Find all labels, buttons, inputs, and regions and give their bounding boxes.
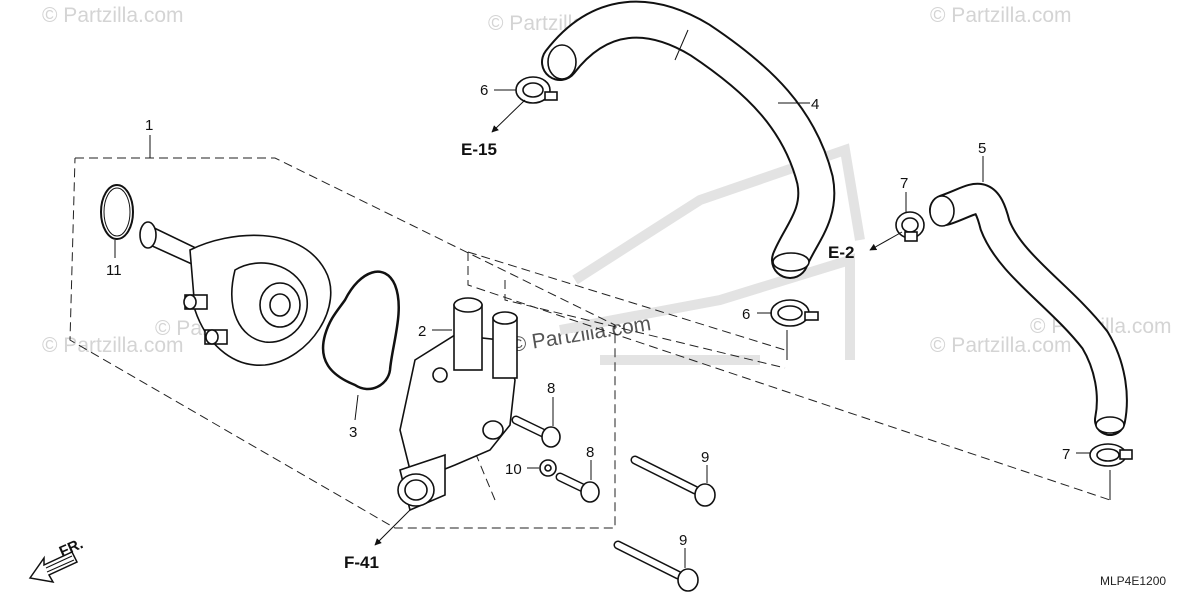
- hose-clamp-7-upper: [895, 211, 925, 242]
- assembly-boundary-4: [504, 280, 786, 369]
- assembly-boundary-2: [467, 252, 1111, 501]
- callout-3: 3: [349, 424, 357, 441]
- reference-e2: E-2: [828, 243, 854, 262]
- water-hose-lower: [929, 182, 1128, 436]
- arrow-e2: [869, 231, 903, 251]
- bolt-8-upper: [511, 415, 561, 448]
- watermark: © Partzilla.com: [930, 4, 1072, 27]
- hose-clamp-6-upper: [515, 76, 558, 104]
- callout-11: 11: [106, 262, 122, 279]
- leader-3: [354, 394, 359, 421]
- callout-9a: 9: [701, 449, 709, 466]
- o-ring-11: [100, 184, 134, 240]
- hose-clamp-6-lower: [770, 299, 819, 327]
- watermark: © Partzilla.com: [42, 4, 184, 27]
- front-direction-arrow: FR.: [28, 535, 86, 584]
- gasket-3: [321, 270, 400, 391]
- callout-10: 10: [505, 461, 522, 478]
- water-pump-assembly: [139, 221, 332, 366]
- washer-10: [539, 459, 557, 477]
- callout-7a: 7: [900, 175, 908, 192]
- water-hose-upper: [541, 0, 836, 279]
- bolt-9-upper: [630, 455, 716, 507]
- assembly-boundary-5: [469, 439, 496, 501]
- bolt-9-lower: [613, 540, 699, 592]
- diagram-code: MLP4E1200: [1100, 574, 1166, 588]
- callout-9b: 9: [679, 532, 687, 549]
- watermark: © Partzilla.com: [930, 334, 1072, 357]
- callout-8b: 8: [586, 444, 594, 461]
- callout-2: 2: [418, 323, 426, 340]
- arrow-e15: [491, 99, 526, 133]
- callout-6b: 6: [742, 306, 750, 323]
- callout-5: 5: [978, 140, 986, 157]
- reference-e15: E-15: [461, 140, 497, 159]
- brand-logo-stipple: [559, 143, 865, 365]
- arrow-f41: [374, 509, 411, 546]
- bolt-8-lower: [555, 472, 600, 503]
- reference-f41: F-41: [344, 553, 379, 572]
- callout-4: 4: [811, 96, 819, 113]
- callout-8a: 8: [547, 380, 555, 397]
- hose-clamp-7-lower: [1089, 443, 1133, 467]
- callout-7b: 7: [1062, 446, 1070, 463]
- front-label: FR.: [57, 535, 86, 560]
- callout-6a: 6: [480, 82, 488, 99]
- assembly-boundary-1: [69, 157, 616, 529]
- callout-1: 1: [145, 117, 153, 134]
- watermark: © Partzilla.com: [42, 334, 184, 357]
- water-pump-cover: [397, 297, 518, 512]
